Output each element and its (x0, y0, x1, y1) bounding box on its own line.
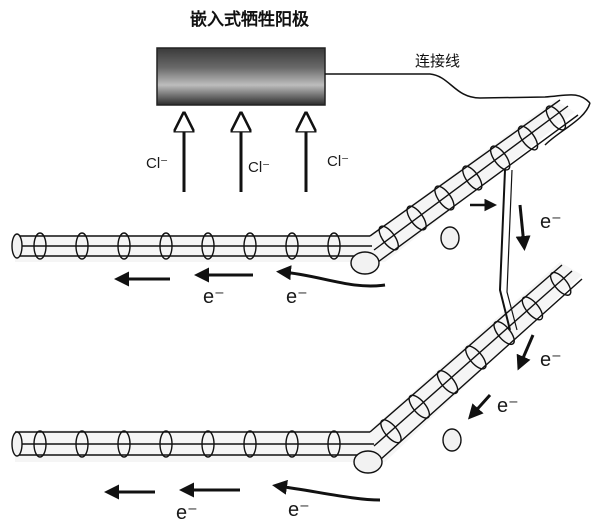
rebar-stirrup (517, 125, 539, 151)
electron-flow-arrow (515, 204, 531, 251)
ion-label: Cl⁻ (248, 159, 270, 176)
rebar-stirrup (117, 430, 131, 458)
cage-link-wire (506, 169, 518, 331)
lower-rebar-cage (11, 262, 583, 474)
electron-label: e⁻ (540, 211, 562, 233)
rebar-stirrup (33, 430, 47, 458)
ion-label: Cl⁻ (327, 153, 349, 170)
rebar-stirrup (201, 430, 215, 458)
rebar-stirrup (243, 232, 257, 260)
electron-label: e⁻ (288, 499, 310, 521)
rebar-stirrup (33, 232, 47, 260)
rebar-stirrup (75, 232, 89, 260)
rebar-stirrup (159, 232, 173, 260)
electron-flow-arrow (272, 479, 381, 502)
electron-flow-arrow (467, 393, 492, 420)
electron-label: e⁻ (286, 286, 308, 308)
electron-label: e⁻ (497, 395, 519, 417)
rebar-stirrup (493, 320, 515, 346)
rebar-stirrup (201, 232, 215, 260)
wire-drop (544, 102, 591, 146)
rebar-stirrup (159, 430, 173, 458)
cage-link-wire (498, 169, 511, 331)
electron-label: e⁻ (203, 286, 225, 308)
rebar-stirrup (436, 370, 459, 395)
rebar-stirrup (380, 419, 402, 444)
connection-wire (325, 73, 591, 104)
rebar-stirrup (378, 225, 399, 251)
rebar-stirrup (521, 296, 544, 321)
diagram-title: 嵌入式牺牲阳极 (190, 9, 309, 30)
electron-arrows (104, 198, 535, 502)
sacrificial-anode (156, 47, 326, 106)
wire-label: 连接线 (415, 52, 460, 70)
rebar-stirrup (408, 394, 431, 419)
rebar-stirrup (434, 185, 455, 211)
rebar-stirrup (327, 232, 341, 260)
rebar-stirrup (285, 232, 299, 260)
electron-label: e⁻ (540, 349, 562, 371)
rebar-stirrup (549, 271, 572, 296)
rebar-stirrup (462, 165, 483, 191)
rebar-stirrup (117, 232, 131, 260)
rebar-stirrup (465, 345, 487, 370)
electron-flow-arrow (516, 334, 535, 371)
electron-label: e⁻ (176, 502, 198, 522)
upper-rebar-cage (11, 99, 579, 275)
rebar-stirrup (243, 430, 257, 458)
rebar-stirrup (285, 430, 299, 458)
rebar-stirrup (406, 205, 427, 231)
rebar-stirrup (75, 430, 89, 458)
rebar-stirrup (489, 145, 511, 171)
electron-flow-arrow (276, 265, 386, 288)
rebar-stirrup (327, 430, 341, 458)
ion-label: Cl⁻ (146, 155, 168, 172)
ion-arrows (184, 122, 306, 192)
